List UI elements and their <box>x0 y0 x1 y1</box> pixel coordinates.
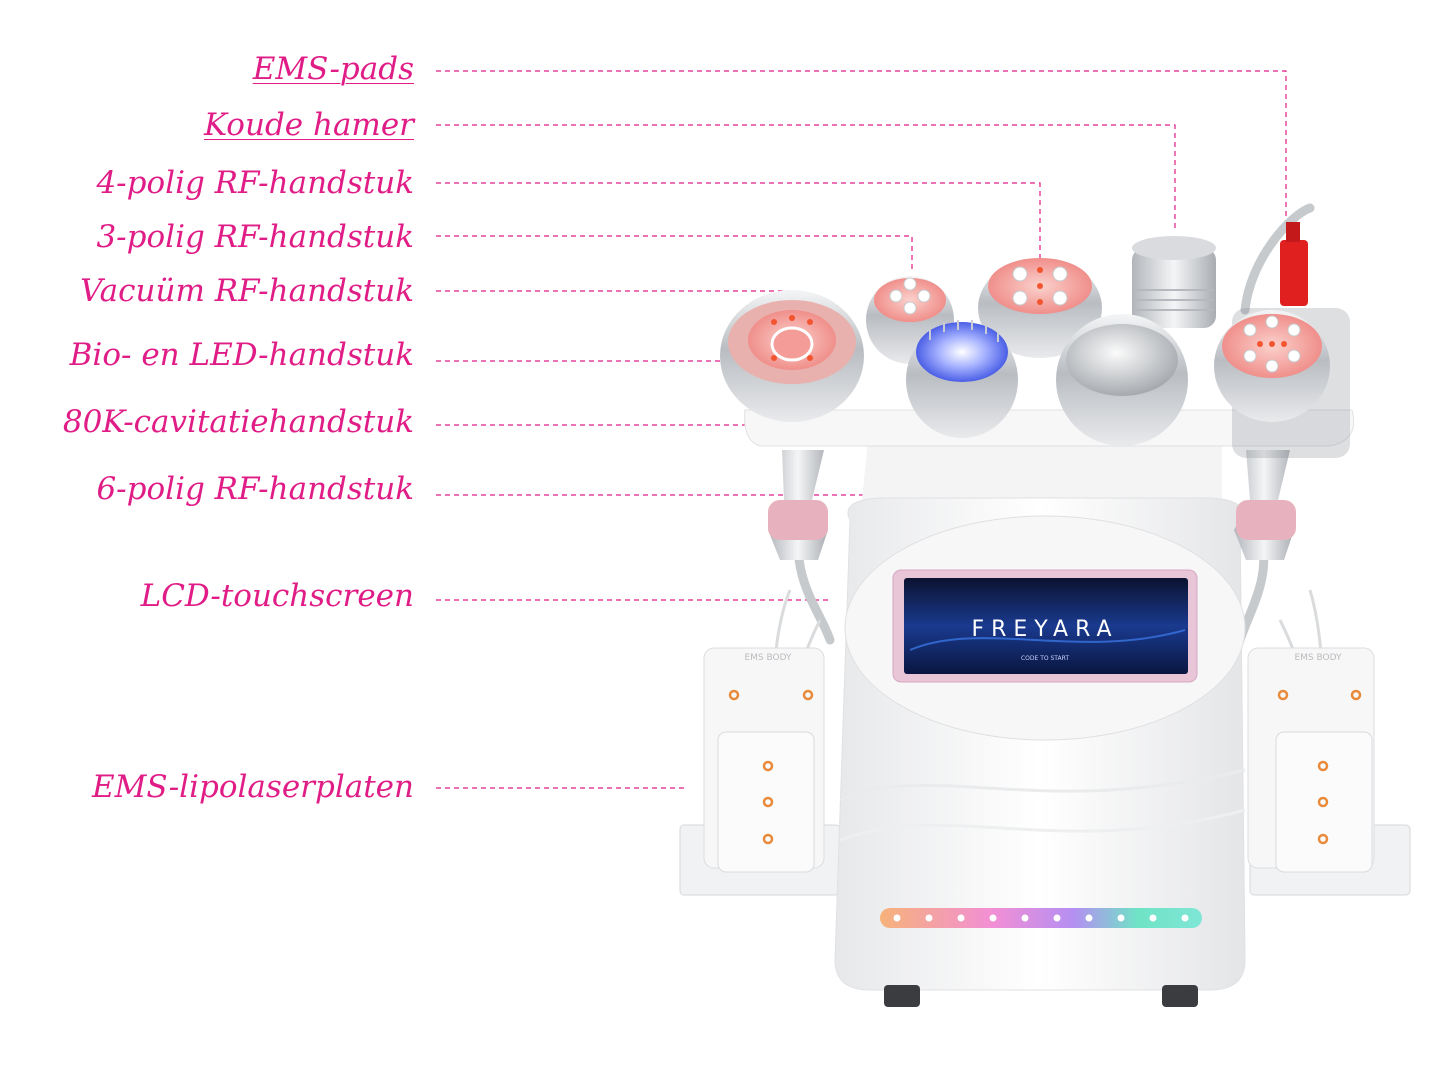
callout-lcd-touchscreen: LCD-touchscreen <box>140 578 414 614</box>
right-pad-label: EMS BODY <box>1294 653 1342 663</box>
callout-cold-hammer: Koude hamer <box>203 107 414 143</box>
right-pads <box>1247 647 1411 896</box>
callout-ems-pads: EMS-pads <box>252 51 414 87</box>
bio-led-handpiece[interactable] <box>906 320 1018 438</box>
callout-6-pole-rf: 6-polig RF-handstuk <box>96 471 414 507</box>
callout-3-pole-rf: 3-polig RF-handstuk <box>96 219 414 255</box>
left-pad-label: EMS BODY <box>744 653 792 663</box>
4-pole-rf-handpiece[interactable] <box>978 258 1102 358</box>
handpiece-tray <box>744 409 1355 447</box>
side-handpieces <box>768 450 1296 560</box>
callout-4-pole-rf: 4-polig RF-handstuk <box>96 165 414 201</box>
cavitation-handpiece[interactable] <box>1056 314 1188 446</box>
6-pole-rf-handpiece[interactable] <box>1214 310 1330 422</box>
callout-cavitation: 80K-cavitatiehandstuk <box>62 404 414 440</box>
leader-lines <box>436 70 1287 789</box>
callout-bio-led: Bio- en LED-handstuk <box>69 337 414 373</box>
left-pads <box>679 647 841 896</box>
vacuum-rf-handpiece[interactable] <box>720 290 864 422</box>
cold-hammer-handpiece[interactable] <box>1132 236 1216 328</box>
screen-brand: FREYARA <box>971 617 1118 642</box>
callout-vacuum-rf: Vacuüm RF-handstuk <box>80 273 414 309</box>
main-body <box>834 440 1246 1007</box>
ems-pads-connector[interactable] <box>1280 222 1308 306</box>
lcd-touchscreen[interactable] <box>892 569 1198 683</box>
screen-caption: CODE TO START <box>1021 655 1069 662</box>
callout-ems-lipolaser: EMS-lipolaserplaten <box>91 769 414 805</box>
